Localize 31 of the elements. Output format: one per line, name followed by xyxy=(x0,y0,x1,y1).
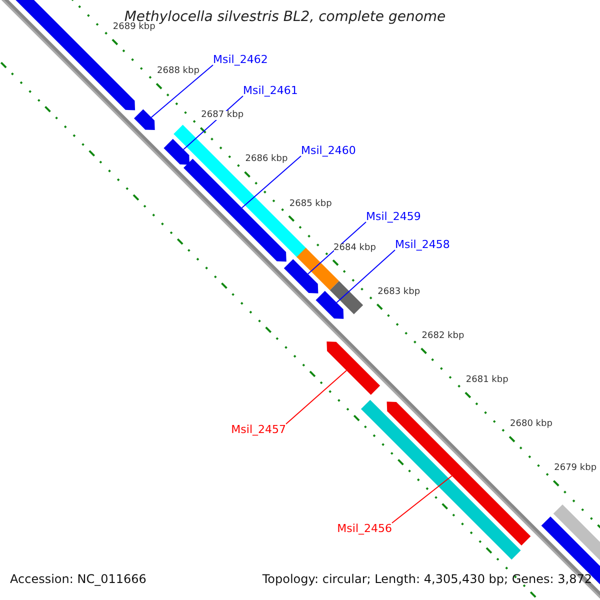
tick-label: 2680 kbp xyxy=(510,420,552,430)
gene-label: Msil_2458 xyxy=(395,239,450,250)
leader-line xyxy=(286,370,347,424)
tick-label: 2679 kbp xyxy=(554,464,597,474)
gene-label: Msil_2457 xyxy=(231,424,286,435)
tick-label: 2683 kbp xyxy=(378,288,420,297)
tick-label: 2688 kbp xyxy=(157,67,200,76)
tick-label: 2686 kbp xyxy=(245,155,288,164)
tick-label: 2681 kbp xyxy=(466,376,508,385)
gene-label: Msil_2461 xyxy=(243,85,298,96)
tick-label: 2682 kbp xyxy=(422,332,464,341)
tick-label: 2687 kbp xyxy=(201,111,244,120)
gene-feature xyxy=(326,341,380,395)
leader-line xyxy=(241,156,302,208)
feature-bar xyxy=(330,281,364,314)
footer-text: Topology: circular; Length: 4,305,430 bp; Genes: 3,872 xyxy=(262,573,592,585)
gene-feature xyxy=(134,109,155,130)
gene-label: Msil_2462 xyxy=(213,54,268,65)
gene-feature xyxy=(164,138,190,165)
tick-label: 2684 kbp xyxy=(334,244,376,253)
leader-line xyxy=(336,250,396,304)
leader-line xyxy=(150,64,214,118)
title: Methylocella silvestris BL2, complete genome xyxy=(124,10,447,24)
gene-label: Msil_2460 xyxy=(301,145,356,156)
gene-label: Msil_2456 xyxy=(337,523,392,534)
leader-line xyxy=(307,222,366,274)
gene-label: Msil_2459 xyxy=(366,211,421,222)
tick-label: 2689 kbp xyxy=(112,23,156,32)
gene-feature xyxy=(284,259,318,294)
footer-text: Accession: NC_011666 xyxy=(10,573,146,585)
tick-label: 2685 kbp xyxy=(289,200,332,209)
